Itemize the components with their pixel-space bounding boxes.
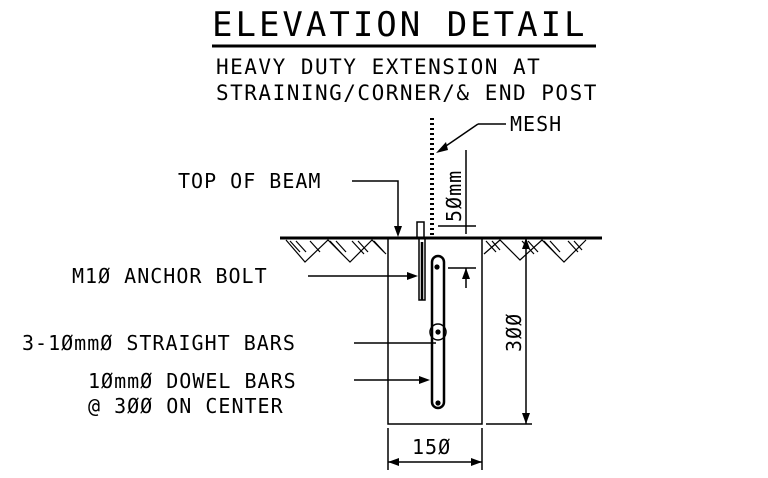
anchor-bolt-label: M1Ø ANCHOR BOLT — [72, 264, 268, 288]
straight-bars-label: 3-1ØmmØ STRAIGHT BARS — [22, 331, 296, 355]
straight-bar-section — [429, 323, 447, 341]
width-dim: 15Ø — [412, 435, 451, 459]
bar-dot-top — [434, 264, 440, 270]
dowel-bars-label-2: @ 3ØØ ON CENTER — [88, 394, 284, 418]
soil-hatching-right — [483, 239, 587, 263]
depth-dim: 3ØØ — [502, 313, 526, 352]
straight-bar-dot — [435, 329, 441, 335]
concrete-beam — [387, 237, 483, 425]
mesh-label: MESH — [510, 112, 562, 136]
subtitle-line-2: STRAINING/CORNER/& END POST — [216, 81, 598, 105]
post-stub — [416, 221, 425, 239]
drawing-title: ELEVATION DETAIL — [212, 5, 588, 45]
mesh-offset-dim: 5Ømm — [442, 170, 466, 222]
top-of-beam-leader — [352, 180, 399, 232]
bar-dot-bottom — [435, 400, 441, 406]
soil-hatching-left — [285, 239, 387, 263]
top-of-beam-label: TOP OF BEAM — [178, 169, 321, 193]
dowel-bars-label-1: 1ØmmØ DOWEL BARS — [88, 369, 297, 393]
dowel-bar — [430, 254, 446, 410]
subtitle-line-1: HEAVY DUTY EXTENSION AT — [216, 55, 541, 79]
mesh-leader — [442, 123, 479, 149]
